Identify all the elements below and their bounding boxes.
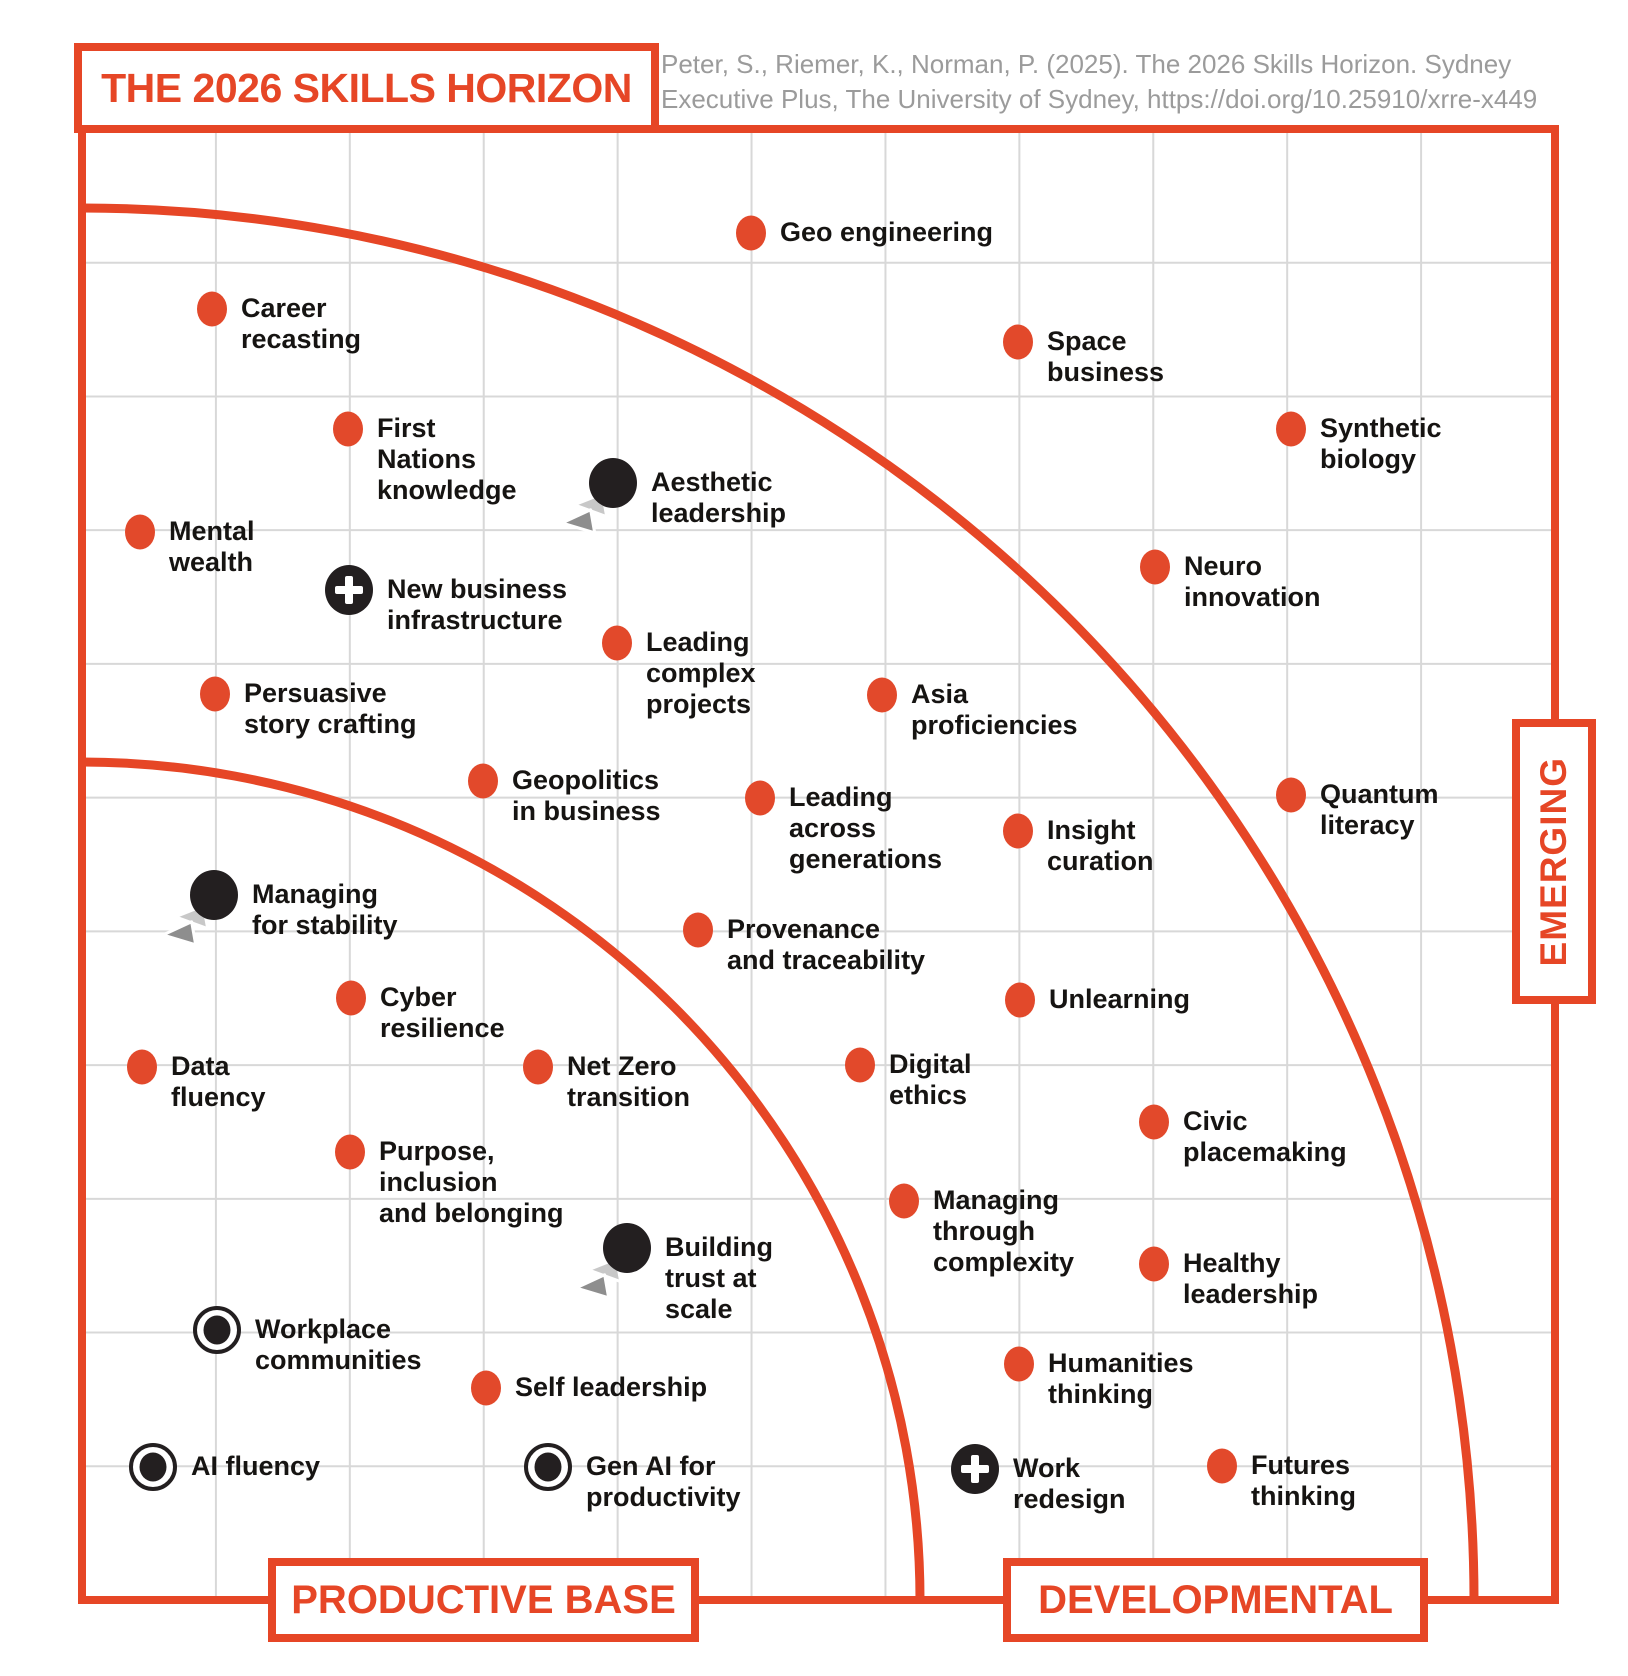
skill-label: Futures thinking: [1251, 1450, 1356, 1511]
skill-label: Asia proficiencies: [911, 679, 1078, 740]
skill-dot: [951, 1444, 999, 1494]
skill-label: Geopolitics in business: [512, 765, 661, 826]
skill-label: Workplace communities: [255, 1314, 422, 1375]
skill-label: Humanities thinking: [1048, 1348, 1194, 1409]
skill-label: Space business: [1047, 326, 1165, 387]
skill-dot: [1140, 549, 1170, 585]
skill-dot: [1276, 411, 1306, 447]
skill-label: Geo engineering: [780, 217, 994, 247]
skill-dot: [125, 514, 155, 550]
skill-dot: [1005, 982, 1035, 1018]
skill-dot: [1004, 1346, 1034, 1382]
skill-dot: [1139, 1246, 1169, 1282]
skill-dot: [889, 1183, 919, 1219]
skill-dot: [325, 565, 373, 615]
skill-label: Mental wealth: [169, 516, 255, 577]
skill-dot: [603, 1223, 651, 1273]
skill-label: Leading across generations: [789, 782, 943, 874]
skill-dot: [333, 411, 363, 447]
skill-label: Managing for stability: [252, 879, 398, 940]
skill-label: AI fluency: [191, 1451, 321, 1481]
skill-dot: [471, 1370, 501, 1406]
skill-label: Purpose, inclusion and belonging: [379, 1136, 564, 1228]
skill-dot: [200, 676, 230, 712]
skill-label: Managing through complexity: [933, 1185, 1075, 1277]
skill-dot: [1276, 777, 1306, 813]
skill-dot: [1139, 1104, 1169, 1140]
skill-label: Self leadership: [515, 1372, 708, 1402]
skill-dot: [683, 912, 713, 948]
skill-dot: [524, 1443, 572, 1491]
citation-text: Peter, S., Riemer, K., Norman, P. (2025)…: [661, 49, 1538, 114]
skill-dot: [845, 1047, 875, 1083]
skill-label: Gen AI for productivity: [586, 1451, 741, 1512]
skill-label: Synthetic biology: [1320, 413, 1442, 474]
skill-dot: [1003, 813, 1033, 849]
skill-label: Persuasive story crafting: [244, 678, 417, 739]
skill-dot: [745, 780, 775, 816]
skill-dot: [127, 1049, 157, 1085]
skill-dot: [190, 870, 238, 920]
skill-label: Aesthetic leadership: [651, 467, 787, 528]
skill-dot: [129, 1443, 177, 1491]
skill-dot: [193, 1306, 241, 1354]
skill-label: Civic placemaking: [1183, 1106, 1347, 1167]
skill-dot: [602, 625, 632, 661]
skill-dot: [867, 677, 897, 713]
skill-label: Net Zero transition: [567, 1051, 691, 1112]
skill-dot: [1207, 1448, 1237, 1484]
skill-label: Unlearning: [1049, 984, 1191, 1014]
skill-dot: [523, 1049, 553, 1085]
skill-label: Digital ethics: [889, 1049, 972, 1110]
skill-dot: [589, 458, 637, 508]
skill-dot: [1003, 324, 1033, 360]
skill-label: Building trust at scale: [665, 1232, 773, 1324]
skill-dot: [336, 980, 366, 1016]
skill-label: Neuro innovation: [1184, 551, 1321, 612]
skill-dot: [197, 291, 227, 327]
skill-label: Career recasting: [241, 293, 362, 354]
title-box: THE 2026 SKILLS HORIZON: [74, 43, 659, 133]
skill-label: Insight curation: [1047, 815, 1154, 876]
skill-label: Healthy leadership: [1183, 1248, 1319, 1309]
skill-label: Provenance and traceability: [727, 914, 926, 975]
page-title: THE 2026 SKILLS HORIZON: [101, 64, 632, 111]
skill-label: Leading complex projects: [646, 627, 756, 719]
skill-label: Quantum literacy: [1320, 779, 1439, 840]
skill-label: New business infrastructure: [387, 574, 568, 635]
skill-label: First Nations knowledge: [377, 413, 517, 505]
skill-dot: [468, 763, 498, 799]
skill-label: Work redesign: [1013, 1453, 1126, 1514]
skill-dot: [736, 215, 766, 251]
skill-label: Data fluency: [171, 1051, 266, 1112]
zone-label-emerging: EMERGING: [1512, 719, 1596, 1004]
skill-label: Cyber resilience: [380, 982, 505, 1043]
skill-dot: [335, 1134, 365, 1170]
